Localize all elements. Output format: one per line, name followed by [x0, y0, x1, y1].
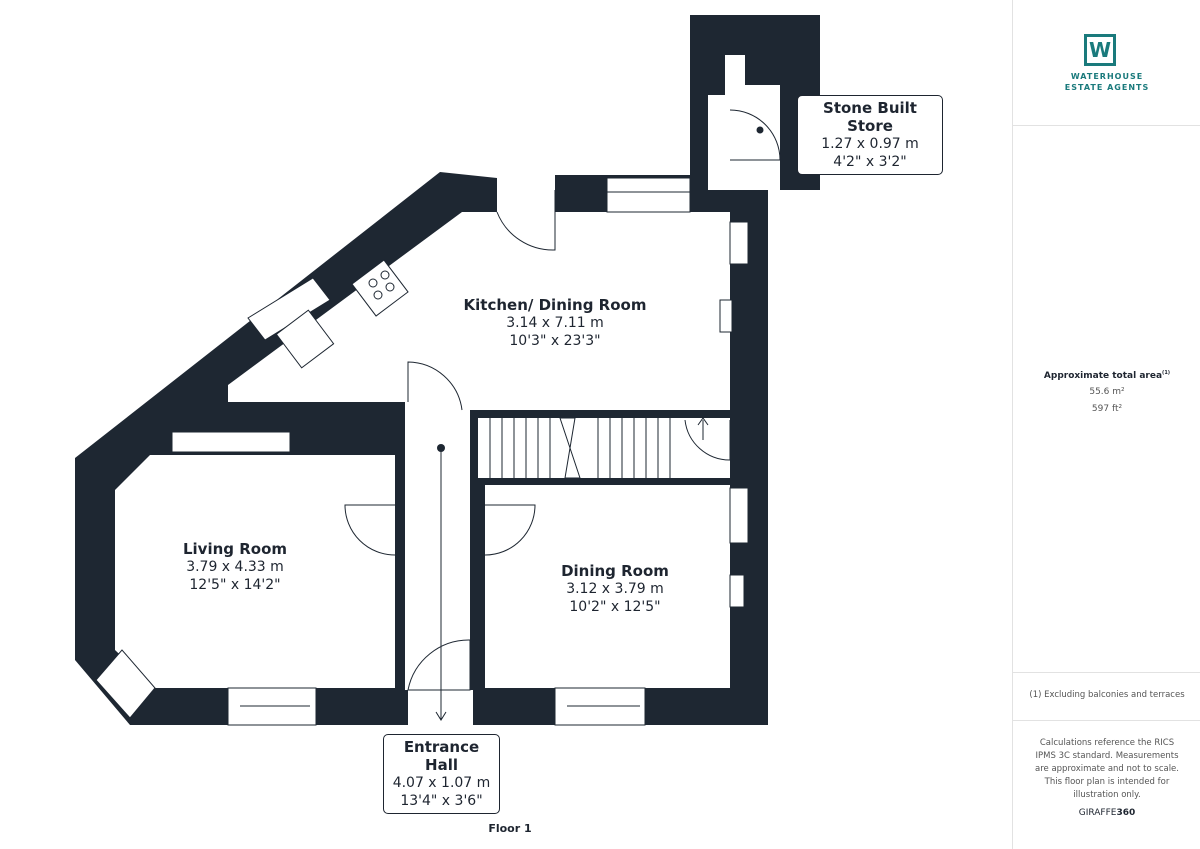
- room-metric: 3.79 x 4.33 m: [186, 559, 284, 575]
- disclaimer: Calculations reference the RICS IPMS 3C …: [1035, 738, 1179, 800]
- room-imperial: 12'5" x 14'2": [189, 577, 281, 593]
- room-name: Kitchen/ Dining Room: [463, 296, 647, 314]
- hall-floor: [405, 402, 470, 725]
- area-m2: 55.6 m²: [1089, 387, 1125, 397]
- brand-a: GIRAFFE: [1078, 808, 1117, 818]
- divider: [1013, 720, 1200, 721]
- area-title: Approximate total area(1): [1013, 367, 1200, 383]
- rooms: [115, 55, 780, 725]
- room-label-kitchen: Kitchen/ Dining Room 3.14 x 7.11 m 10'3"…: [440, 296, 670, 350]
- area-footnote-ref: (1): [1162, 370, 1171, 376]
- brand: GIRAFFE360: [1013, 807, 1200, 820]
- footnote: (1) Excluding balconies and terraces: [1029, 690, 1185, 700]
- floor-label: Floor 1: [488, 822, 532, 835]
- room-name: Stone Built Store: [823, 99, 917, 135]
- room-label-store: Stone Built Store 1.27 x 0.97 m 4'2" x 3…: [797, 95, 943, 175]
- floor-plan: [75, 15, 820, 726]
- logo-text-1: WATERHOUSE: [1070, 72, 1144, 81]
- dining-floor: [485, 485, 730, 688]
- fixtures: [275, 109, 781, 721]
- brand-b: 360: [1116, 808, 1136, 818]
- room-imperial: 13'4" x 3'6": [400, 793, 483, 809]
- logo-text-2: ESTATE AGENTS: [1064, 83, 1150, 92]
- room-metric: 4.07 x 1.07 m: [392, 775, 491, 791]
- room-imperial: 4'2" x 3'2": [833, 154, 907, 170]
- room-name: Entrance Hall: [403, 738, 480, 774]
- windows: [95, 177, 749, 726]
- room-label-dining: Dining Room 3.12 x 3.79 m 10'2" x 12'5": [535, 562, 695, 616]
- area-title-text: Approximate total area: [1043, 371, 1163, 381]
- divider: [1013, 672, 1200, 673]
- room-label-living: Living Room 3.79 x 4.33 m 12'5" x 14'2": [155, 540, 315, 594]
- info-panel: W WATERHOUSE ESTATE AGENTS Approximate t…: [1012, 0, 1200, 849]
- store-floor: [708, 55, 780, 160]
- room-name: Living Room: [182, 540, 288, 558]
- kitchen-floor: [228, 212, 730, 410]
- stairs-floor: [478, 418, 730, 478]
- kitchen-door-gap: [497, 178, 555, 214]
- room-imperial: 10'3" x 23'3": [509, 333, 601, 349]
- logo-letter: W: [1088, 38, 1112, 62]
- area-ft2: 597 ft²: [1091, 404, 1123, 414]
- logo: W: [1084, 34, 1116, 66]
- room-metric: 3.12 x 3.79 m: [566, 581, 664, 597]
- store-door-gap: [708, 160, 780, 190]
- living-floor: [115, 455, 395, 688]
- room-imperial: 10'2" x 12'5": [569, 599, 661, 615]
- room-name: Dining Room: [561, 562, 669, 580]
- room-label-entrance: Entrance Hall 4.07 x 1.07 m 13'4" x 3'6": [383, 734, 500, 814]
- divider: [1013, 125, 1200, 126]
- room-metric: 1.27 x 0.97 m: [821, 136, 919, 152]
- room-metric: 3.14 x 7.11 m: [506, 315, 604, 331]
